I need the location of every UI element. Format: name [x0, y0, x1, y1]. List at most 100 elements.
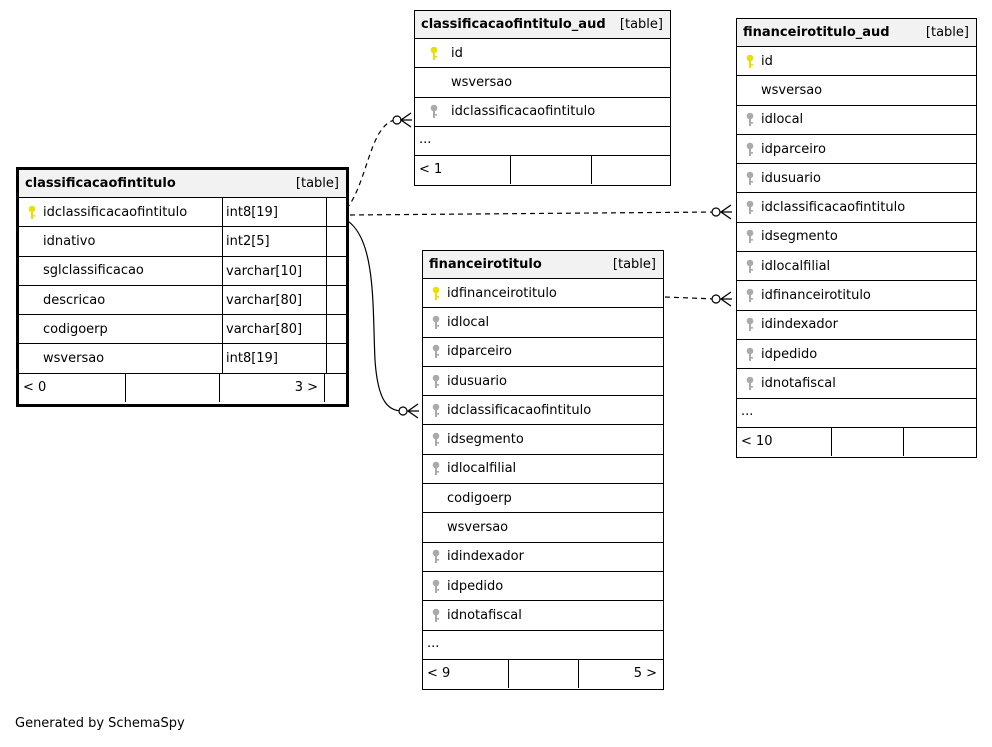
column-name: idparceiro	[447, 344, 512, 360]
column-row[interactable]: idlocalfilial	[737, 252, 976, 282]
column-row[interactable]: idclassificacaofintitulo	[737, 193, 976, 223]
children-count[interactable]: 5 >	[578, 659, 663, 688]
column-row[interactable]: idfinanceirotitulo	[423, 279, 663, 309]
column-name: codigoerp	[447, 490, 512, 506]
children-count[interactable]	[591, 155, 670, 184]
foreign-key-icon	[432, 344, 440, 359]
column-row[interactable]: idusuario	[737, 164, 976, 194]
table-classificacaofintitulo-aud[interactable]: classificacaofintitulo_aud [table] id wsv…	[414, 10, 671, 186]
crowfoot-arrow	[406, 403, 419, 419]
column-key-slot	[423, 549, 447, 564]
foreign-key-icon	[432, 462, 440, 476]
column-row[interactable]: idindexador	[423, 543, 663, 572]
column-name: idpedido	[761, 346, 818, 362]
primary-key-icon	[28, 205, 36, 219]
column-row[interactable]: idclassificacaofintitulo	[423, 396, 663, 426]
foreign-key-icon	[746, 347, 754, 361]
column-key-slot	[415, 104, 451, 119]
column-row[interactable]: wsversao	[423, 513, 663, 543]
column-row[interactable]: idindexador	[737, 311, 976, 340]
column-row[interactable]: idlocalfilial	[423, 455, 663, 485]
table-name: classificacaofintitulo	[25, 176, 176, 191]
edge-end-circle	[711, 294, 721, 304]
foreign-key-icon	[432, 315, 440, 329]
edge-financeirotitulo-classificacao	[327, 214, 404, 412]
column-key-slot	[415, 46, 451, 61]
column-name: idsegmento	[761, 229, 838, 245]
foreign-key-icon	[432, 550, 440, 564]
edge-end-circle	[392, 115, 402, 125]
foreign-key-icon	[746, 318, 754, 332]
crowfoot-arrow	[719, 291, 732, 307]
column-name: idnotafiscal	[761, 375, 836, 391]
foreign-key-icon	[432, 608, 440, 622]
children-count[interactable]: 3 >	[219, 373, 324, 402]
column-name: idparceiro	[761, 141, 826, 157]
column-row[interactable]: idusuario	[423, 367, 663, 397]
column-row[interactable]: idnotafiscal	[423, 601, 663, 631]
column-row[interactable]: idlocal	[423, 308, 663, 338]
column-type: int8[19]	[222, 344, 326, 373]
table-name: financeirotitulo_aud	[743, 25, 890, 40]
table-classificacaofintitulo[interactable]: classificacaofintitulo [table] idclassif…	[16, 167, 349, 407]
column-type: varchar[10]	[222, 256, 326, 285]
foreign-key-icon	[432, 374, 440, 388]
column-name: wsversao	[451, 74, 513, 90]
column-row[interactable]: idfinanceirotitulo	[737, 281, 976, 311]
column-row[interactable]: idsegmento	[423, 425, 663, 455]
table-financeirotitulo[interactable]: financeirotitulo [table] idfinanceirotit…	[422, 250, 664, 690]
children-count[interactable]	[903, 427, 976, 456]
footer-middle	[125, 373, 219, 402]
column-row[interactable]: idsegmento	[737, 223, 976, 253]
foreign-key-icon	[746, 142, 754, 156]
column-key-slot	[737, 317, 761, 332]
column-row[interactable]: idlocal	[737, 106, 976, 135]
column-name: idclassificacaofintitulo	[447, 402, 592, 418]
column-row[interactable]: idnotafiscal	[737, 369, 976, 399]
parents-count[interactable]: < 10	[741, 433, 773, 449]
table-name: classificacaofintitulo_aud	[421, 17, 606, 32]
column-key-slot	[737, 229, 761, 244]
table-type-label: [table]	[619, 17, 663, 32]
column-name: idclassificacaofintitulo	[451, 104, 596, 120]
column-name: idnativo	[43, 233, 96, 249]
table-header: classificacaofintitulo [table]	[19, 170, 346, 198]
parents-count[interactable]: < 0	[23, 379, 47, 395]
column-spacer	[326, 256, 346, 285]
column-row[interactable]: idpedido	[737, 340, 976, 370]
column-row[interactable]: id	[415, 39, 670, 69]
column-key-slot	[423, 286, 447, 301]
foreign-key-icon	[746, 288, 754, 303]
column-row[interactable]: idclassificacaofintitulo	[415, 98, 670, 127]
column-row[interactable]: wsversao	[737, 76, 976, 106]
more-columns[interactable]: ...	[423, 631, 663, 660]
footer-middle	[510, 155, 591, 184]
primary-key-icon	[430, 46, 438, 60]
column-key-slot	[423, 461, 447, 476]
column-row[interactable]: idparceiro	[423, 338, 663, 367]
edge-aud-classificacao	[339, 119, 398, 216]
column-row[interactable]: codigoerp	[423, 484, 663, 514]
column-row[interactable]: wsversao	[415, 68, 670, 98]
column-row[interactable]: idparceiro	[737, 135, 976, 165]
parents-count[interactable]: < 9	[427, 665, 451, 681]
more-columns[interactable]: ...	[415, 127, 670, 156]
more-columns[interactable]: ...	[737, 399, 976, 428]
column-row[interactable]: idpedido	[423, 572, 663, 602]
column-row[interactable]: id	[737, 47, 976, 77]
footer-spacer	[324, 373, 344, 402]
parents-count[interactable]: < 1	[419, 161, 443, 177]
column-name: idclassificacaofintitulo	[43, 204, 188, 220]
column-name: idindexador	[761, 317, 838, 333]
column-name: idindexador	[447, 549, 524, 565]
column-key-slot	[737, 200, 761, 215]
